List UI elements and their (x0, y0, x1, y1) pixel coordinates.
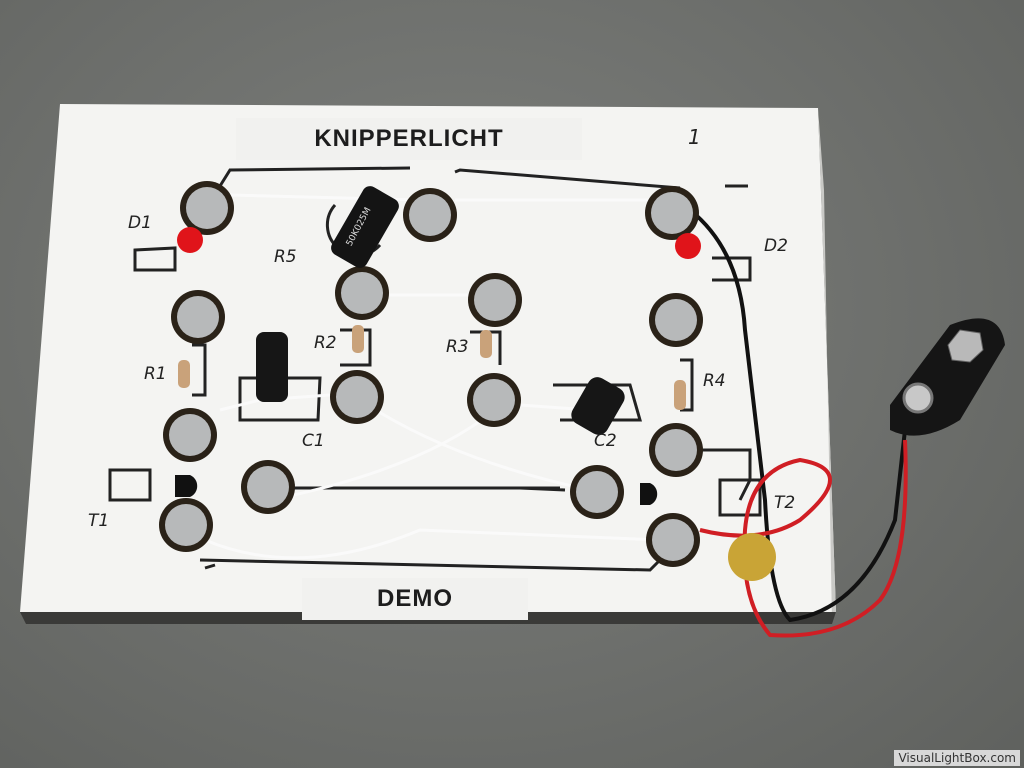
marker-1: 1 (688, 125, 701, 149)
black-wire (688, 208, 907, 623)
board-paper (20, 104, 836, 612)
label-r4: R4 (703, 371, 726, 391)
capacitor-c2 (571, 377, 625, 435)
label-d1: D1 (128, 213, 152, 233)
label-t1: T1 (88, 511, 110, 531)
label-d2: D2 (764, 236, 788, 256)
led-d2 (675, 233, 701, 259)
piezo-buzzer (728, 533, 776, 581)
solder-pads (159, 181, 703, 567)
capacitor-c1 (256, 332, 288, 402)
potentiometer-r5 (331, 186, 399, 268)
led-d1 (177, 227, 203, 253)
board-edge (818, 108, 836, 622)
label-c1: C1 (302, 431, 325, 451)
board-title: KNIPPERLICHT (236, 118, 582, 160)
battery-clip (890, 318, 1005, 436)
label-r5: R5 (274, 247, 297, 267)
label-t2: T2 (774, 493, 796, 513)
label-r2: R2 (314, 333, 337, 353)
watermark: VisualLightBox.com (894, 750, 1020, 766)
label-r3: R3 (446, 337, 469, 357)
label-c2: C2 (594, 431, 617, 451)
transistor-t1 (175, 475, 198, 497)
resistors (178, 325, 686, 410)
label-r1: R1 (144, 364, 167, 384)
transistor-t2 (640, 483, 658, 505)
board-subtitle: DEMO (302, 578, 528, 620)
